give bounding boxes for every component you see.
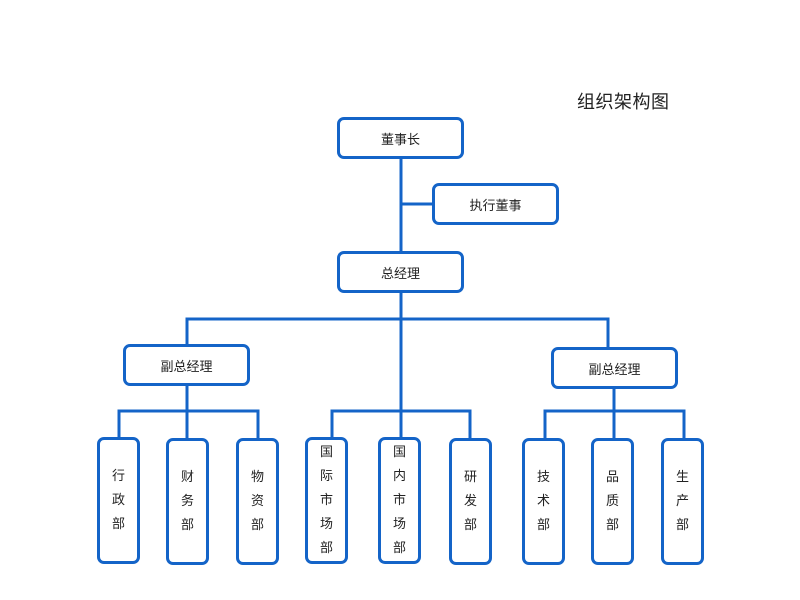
node-domestic-market-dept: 国内市场部: [378, 437, 421, 564]
node-production-dept: 生产部: [661, 438, 704, 565]
chart-title: 组织架构图: [577, 92, 670, 113]
node-label: 财务部: [180, 469, 194, 533]
node-quality-dept: 品质部: [591, 438, 634, 565]
node-chairman: 董事长: [337, 117, 464, 159]
node-intl-market-dept: 国际市场部: [305, 437, 348, 564]
node-label: 行政部: [111, 468, 125, 532]
node-label: 副总经理: [588, 362, 641, 378]
node-rd-dept: 研发部: [449, 438, 492, 565]
node-label: 总经理: [380, 266, 420, 282]
node-label: 董事长: [380, 132, 420, 148]
node-label: 国内市场部: [392, 444, 406, 556]
node-executive-director: 执行董事: [432, 183, 559, 225]
node-label: 执行董事: [469, 198, 522, 214]
node-label: 生产部: [675, 469, 689, 533]
node-vgm-left: 副总经理: [123, 344, 250, 386]
node-materials-dept: 物资部: [236, 438, 279, 565]
node-label: 研发部: [463, 469, 477, 533]
node-label: 副总经理: [160, 359, 213, 375]
node-general-manager: 总经理: [337, 251, 464, 293]
node-admin-dept: 行政部: [97, 437, 140, 564]
node-label: 物资部: [250, 469, 264, 533]
node-vgm-right: 副总经理: [551, 347, 678, 389]
node-label: 技术部: [536, 469, 550, 533]
node-tech-dept: 技术部: [522, 438, 565, 565]
node-label: 品质部: [605, 469, 619, 533]
node-finance-dept: 财务部: [166, 438, 209, 565]
node-label: 国际市场部: [319, 444, 333, 556]
